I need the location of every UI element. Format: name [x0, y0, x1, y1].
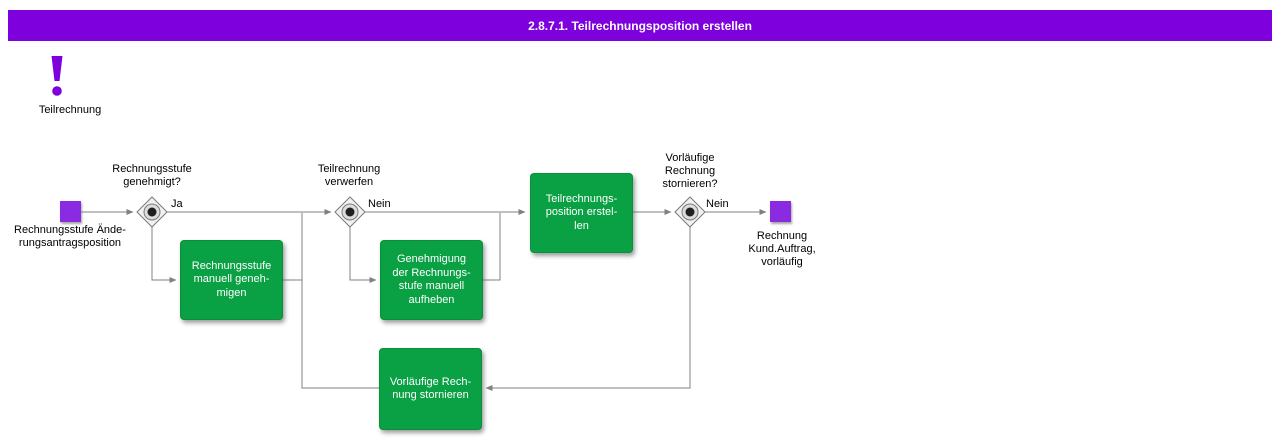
connector-gateway3-to-cancel-invoice [485, 227, 691, 391]
gateway2-dot [345, 207, 355, 217]
gateway3-branch-label: Nein [706, 198, 729, 210]
start-event[interactable] [60, 201, 81, 222]
gateway3-label: Vorläufige Rechnung stornieren? [662, 152, 718, 190]
gateway2-label: Teilrechnung verwerfen [317, 163, 381, 188]
exclamation-bar [51, 56, 63, 81]
end-event-label: Rechnung Kund.Auftrag, vorläufig [748, 230, 816, 268]
note-label: Teilrechnung [38, 104, 102, 116]
connector-revoke-approval-out [483, 213, 501, 281]
activity-create-position[interactable]: Teilrechnungs- position erstel- len [530, 173, 633, 253]
activity-cancel-invoice[interactable]: Vorläufige Rech- nung stornieren [379, 348, 482, 430]
gateway-rechnungsstufe-genehmigt[interactable] [136, 196, 168, 228]
gateway1-branch-label: Ja [171, 198, 183, 210]
start-event-label: Rechnungsstufe Ände- rungsantragspositio… [14, 224, 126, 249]
connector-gateway2-to-revoke-approval [349, 227, 377, 283]
diagram-title: 2.8.7.1. Teilrechnungsposition erstellen [528, 18, 752, 33]
diagram-title-bar: 2.8.7.1. Teilrechnungsposition erstellen [8, 10, 1272, 41]
gateway-teilrechnung-verwerfen[interactable] [334, 196, 366, 228]
exclamation-icon [51, 56, 63, 96]
gateway1-dot [147, 207, 157, 217]
gateway1-label: Rechnungsstufe genehmigt? [112, 163, 192, 188]
activity-revoke-approval[interactable]: Genehmigung der Rechnungs- stufe manuell… [380, 240, 483, 320]
connector-gateway1-to-approve-manually [151, 227, 177, 283]
end-event[interactable] [770, 201, 791, 222]
gateway-vorlaeufige-rechnung-stornieren[interactable] [674, 196, 706, 228]
gateway2-branch-label: Nein [368, 198, 391, 210]
gateway3-dot [685, 207, 695, 217]
exclamation-dot [52, 86, 62, 96]
connector-cancel-invoice-loop [301, 213, 380, 389]
activity-approve-manually[interactable]: Rechnungsstufe manuell geneh- migen [180, 240, 283, 320]
